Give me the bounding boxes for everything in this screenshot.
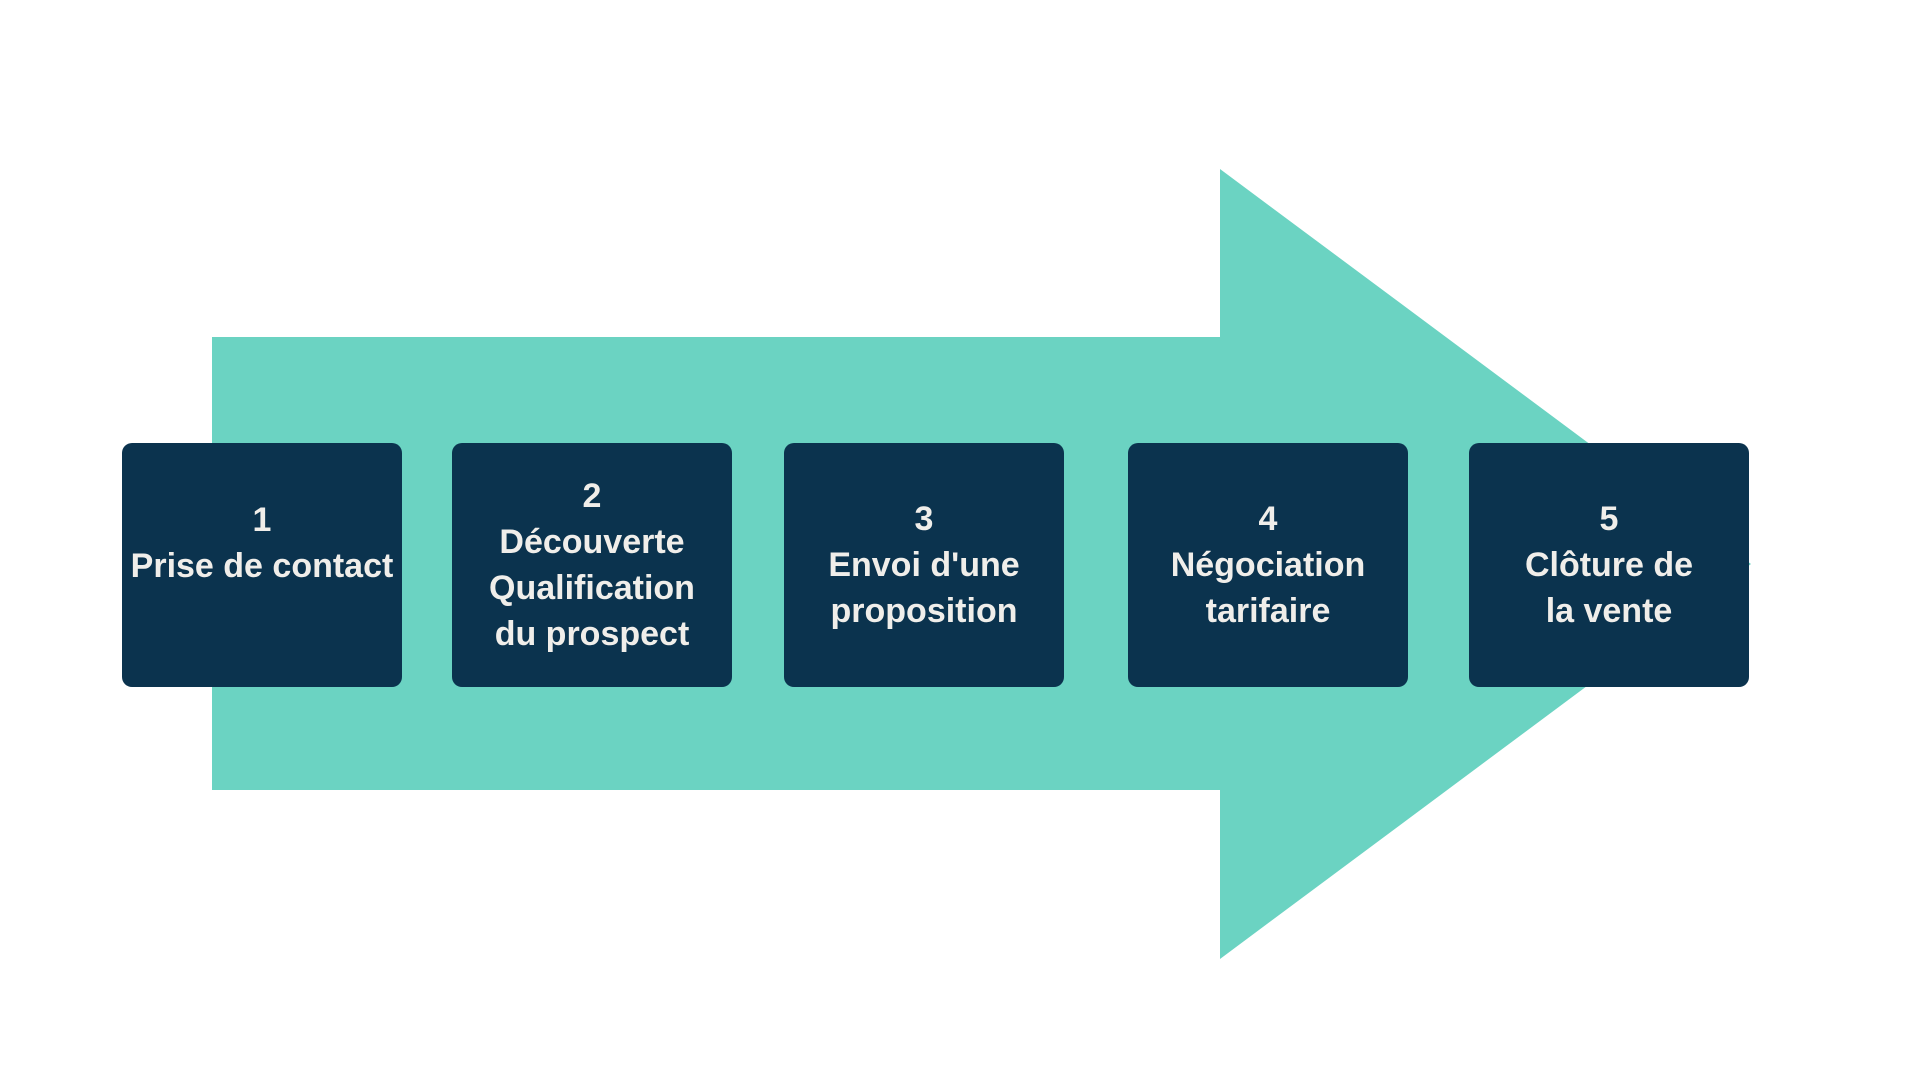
step-label-line: tarifaire: [1205, 592, 1331, 630]
step-label-line: Qualification: [489, 569, 695, 607]
step-number: 2: [582, 477, 602, 515]
step-number: 4: [1258, 500, 1278, 538]
step-number: 3: [914, 500, 934, 538]
step-label-line: Découverte: [499, 523, 685, 561]
step-number: 1: [252, 501, 272, 539]
step-box-1: 1 Prise de contact: [122, 443, 402, 687]
step-label-line: du prospect: [494, 615, 690, 653]
step-box-4: 4 Négociation tarifaire: [1128, 443, 1408, 687]
step-box-2: 2 Découverte Qualification du prospect: [452, 443, 732, 687]
step-label-line: Négociation: [1170, 546, 1366, 584]
step-box-5: 5 Clôture de la vente: [1469, 443, 1749, 687]
step-label-line: Prise de contact: [130, 547, 394, 585]
step-label-line: Envoi d'une: [828, 546, 1020, 584]
step-label-line: proposition: [830, 592, 1018, 630]
step-box-3: 3 Envoi d'une proposition: [784, 443, 1064, 687]
step-label-line: la vente: [1545, 592, 1673, 630]
step-number: 5: [1599, 500, 1619, 538]
step-label-line: Clôture de: [1524, 546, 1694, 584]
